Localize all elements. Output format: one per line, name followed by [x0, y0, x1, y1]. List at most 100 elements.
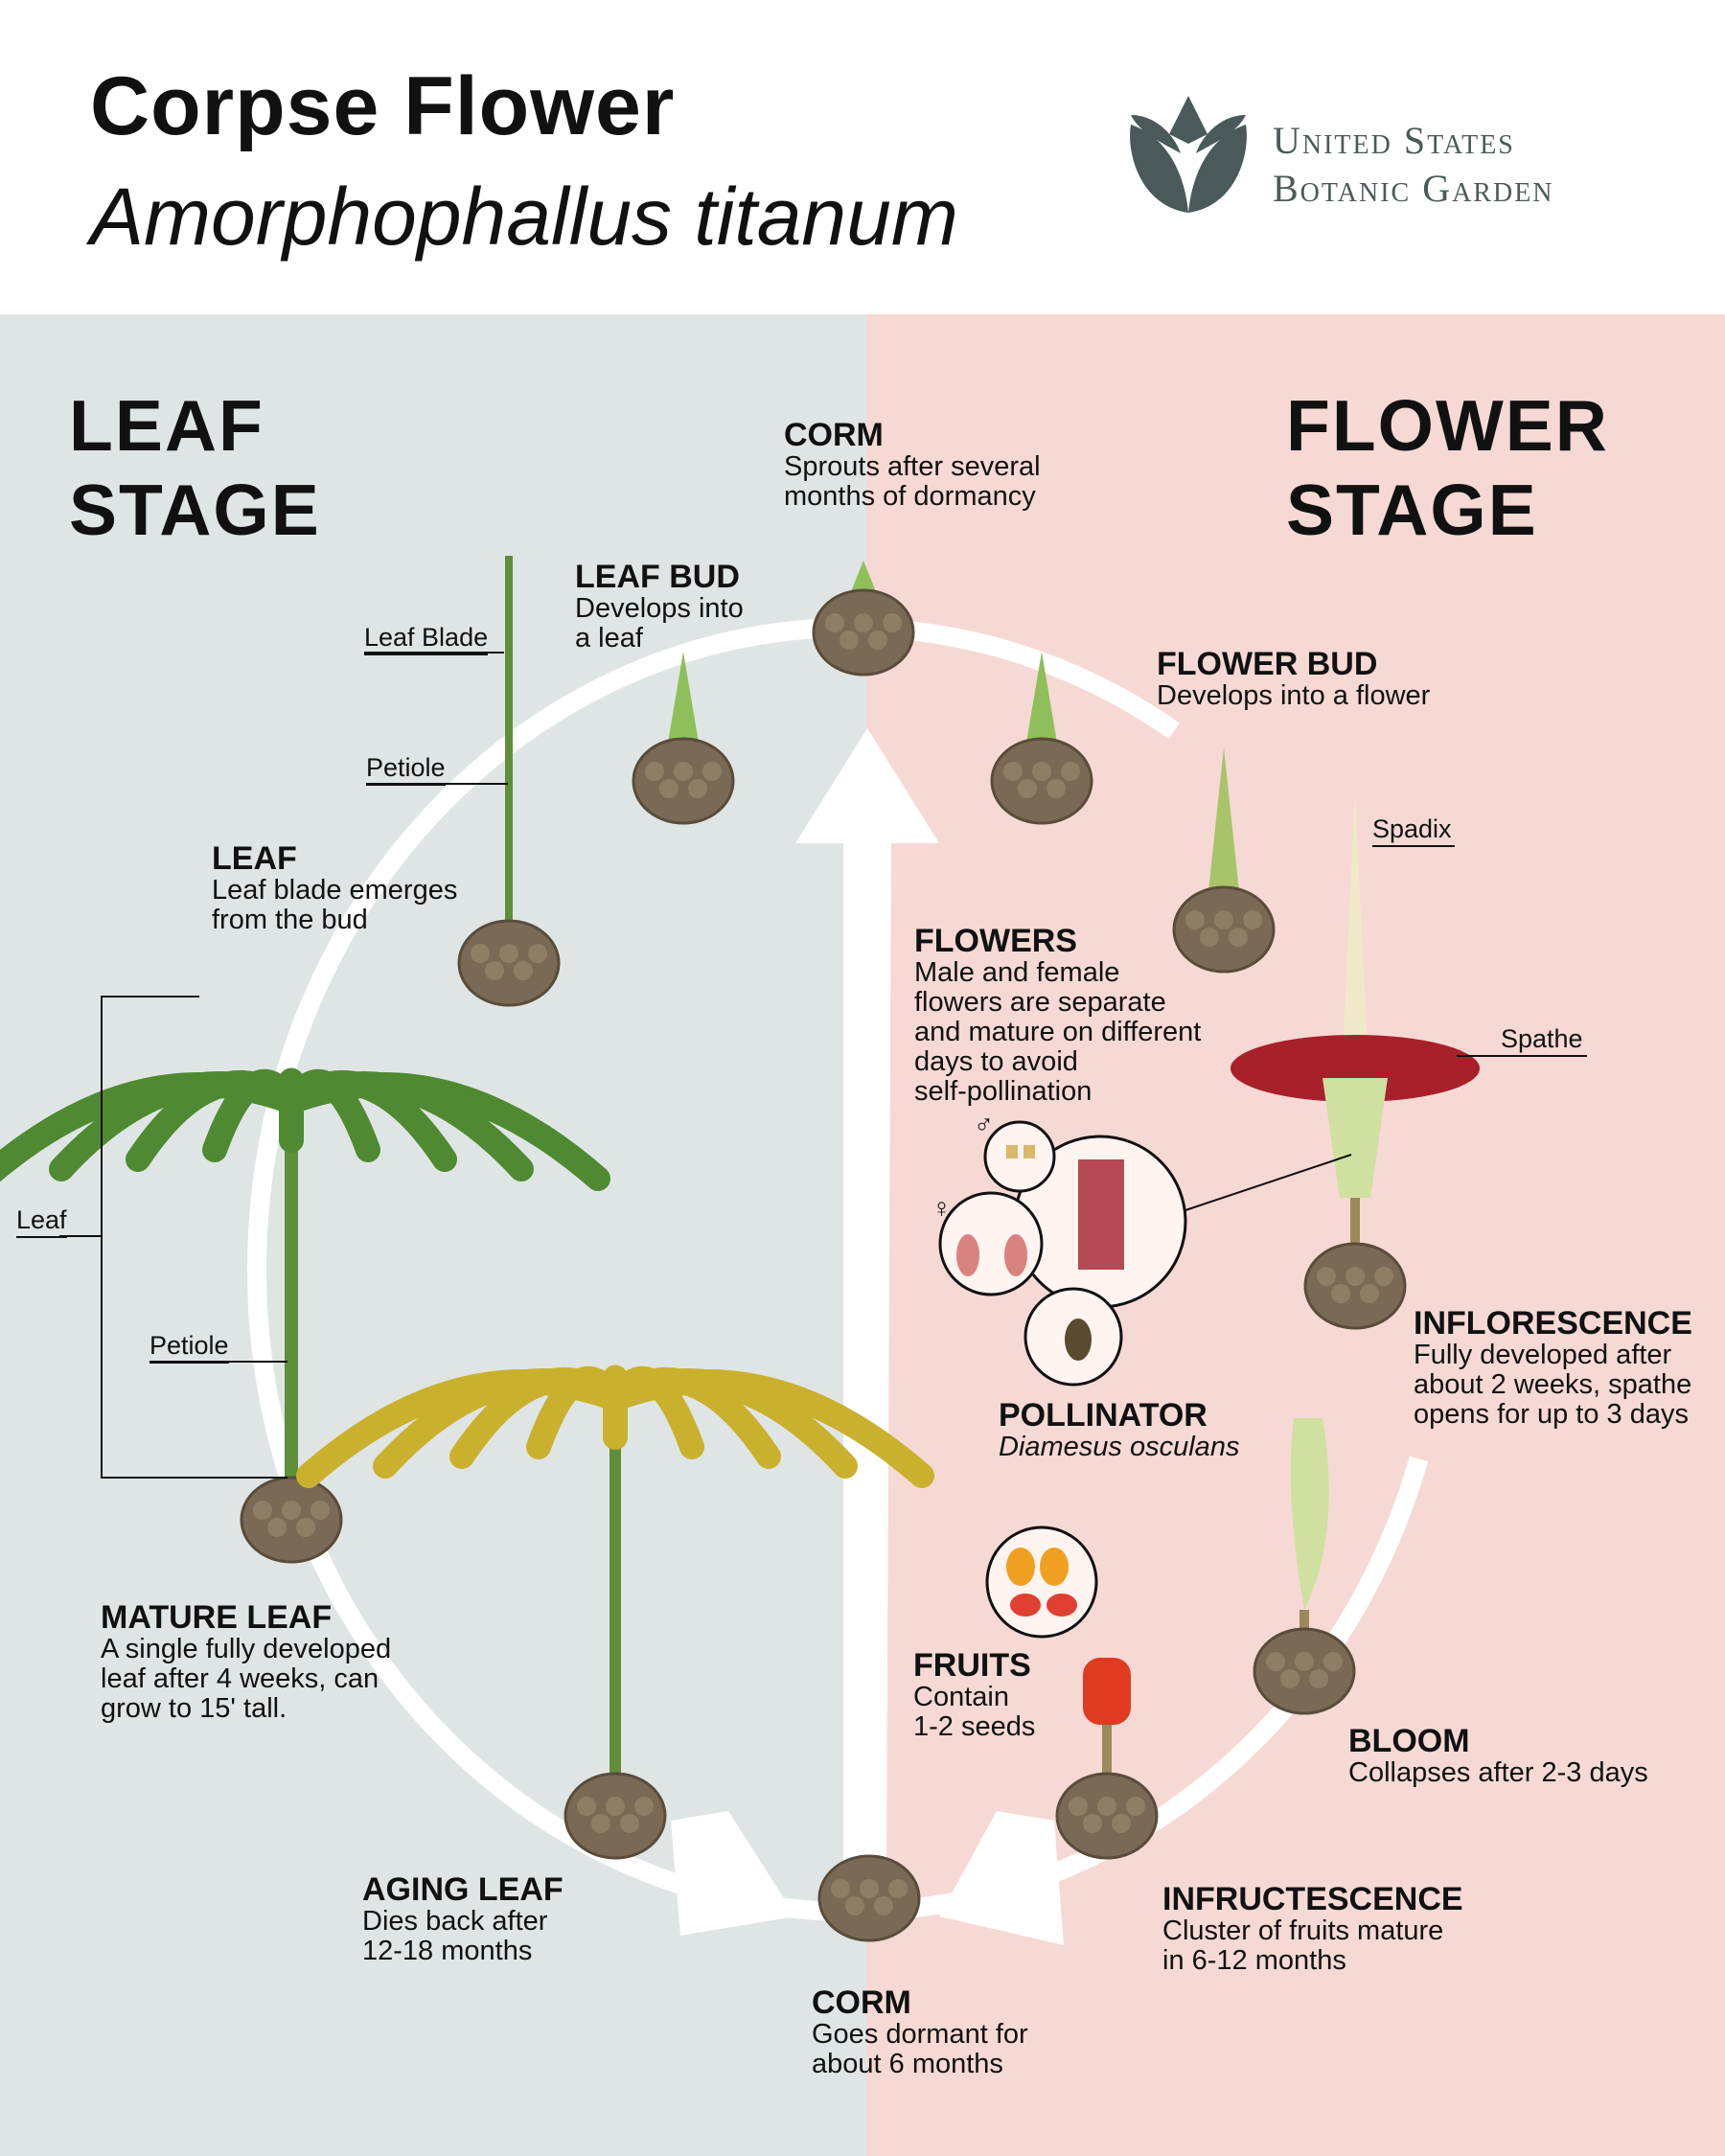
corm-knob — [702, 762, 722, 781]
step-title: FLOWER BUD — [1157, 646, 1378, 682]
corm-knob — [1200, 928, 1219, 947]
corm-knob — [674, 762, 693, 781]
female-symbol: ♀ — [932, 1193, 952, 1223]
step-desc-line: a leaf — [575, 623, 643, 654]
step-desc-line: Cluster of fruits mature — [1162, 1915, 1444, 1946]
corm-knob — [282, 1501, 301, 1520]
male-flowers-bubble — [983, 1120, 1056, 1193]
bud — [1208, 747, 1239, 891]
step-desc-line: Dies back after — [362, 1906, 548, 1937]
collapsed-bloom — [1290, 1418, 1329, 1610]
corm-knob — [645, 762, 664, 781]
logo-line-2: Botanic Garden — [1273, 167, 1554, 210]
corm-knob — [1317, 1267, 1336, 1286]
corm-knob — [825, 613, 844, 632]
step-desc-line: flowers are separate — [914, 987, 1166, 1018]
label-spadix: Spadix — [1372, 814, 1452, 847]
page-title: Corpse Flower — [90, 60, 676, 152]
corm-knob — [1046, 779, 1066, 798]
female-flowers-bubble — [938, 1191, 1044, 1296]
corm-knob — [831, 1879, 850, 1898]
logo-line-1: United States — [1273, 119, 1515, 162]
step-desc-line: 12-18 months — [362, 1936, 533, 1966]
corm-knob — [1323, 1652, 1343, 1671]
corm-knob — [868, 631, 887, 650]
corm-knob — [1083, 1814, 1102, 1833]
corm-knob — [634, 1797, 654, 1816]
step-title: CORM — [784, 417, 884, 453]
step-desc-line: Male and female — [914, 957, 1120, 988]
step-desc-line: opens for up to 3 days — [1414, 1399, 1689, 1430]
step-desc-line: A single fully developed — [101, 1634, 392, 1664]
fruit-icon — [1006, 1548, 1035, 1586]
corm-knob — [688, 779, 707, 798]
corm-knob — [888, 1879, 908, 1898]
corm-knob — [1309, 1669, 1328, 1688]
step-desc-line: Develops into a flower — [1157, 680, 1431, 711]
step-title: MATURE LEAF — [101, 1599, 333, 1636]
corm-knob — [1229, 928, 1248, 947]
corm-knob — [528, 944, 547, 963]
step-desc-line: about 6 months — [812, 2049, 1003, 2079]
corm-knob — [1214, 910, 1233, 929]
corm-knob — [1266, 1652, 1285, 1671]
corm-knob — [1126, 1797, 1145, 1816]
step-desc-line: Contain — [913, 1682, 1009, 1712]
step-title: INFRUCTESCENCE — [1162, 1881, 1463, 1917]
corm-knob — [1061, 762, 1080, 781]
step-title: LEAF — [212, 840, 297, 877]
step-desc-line: in 6-12 months — [1162, 1945, 1346, 1976]
step-desc-line: Sprouts after several — [784, 451, 1041, 482]
corm-knob — [1243, 910, 1262, 929]
label-petiole: Petiole — [366, 753, 446, 786]
step-desc-line: days to avoid — [914, 1046, 1078, 1077]
spadix — [1342, 795, 1368, 1073]
corm-knob — [1018, 779, 1037, 798]
male-flower-icon — [1006, 1145, 1018, 1158]
corm-knob — [296, 1518, 315, 1537]
corm-knob — [1032, 762, 1051, 781]
corm-knob — [577, 1797, 596, 1816]
step-title: POLLINATOR — [999, 1397, 1208, 1434]
corm-knob — [499, 944, 518, 963]
corm-knob — [253, 1501, 272, 1520]
corm-knob — [267, 1518, 287, 1537]
bud — [668, 652, 699, 743]
corm-knob — [1331, 1284, 1350, 1303]
corm-knob — [1069, 1797, 1088, 1816]
step-desc-line: grow to 15' tall. — [101, 1693, 288, 1724]
step-desc: Diamesus osculans — [999, 1432, 1240, 1462]
corm-knob — [845, 1896, 864, 1915]
corm-knob — [310, 1501, 330, 1520]
corm-knob — [1097, 1797, 1116, 1816]
leaflet — [603, 1369, 934, 1488]
stage-word: STAGE — [69, 470, 321, 550]
corm-knob — [1360, 1284, 1379, 1303]
step-title: CORM — [812, 1984, 911, 2021]
step-title: FLOWERS — [914, 923, 1077, 959]
corm-knob — [1112, 1814, 1131, 1833]
beetle-icon — [1065, 1319, 1092, 1361]
corm-knob — [854, 613, 873, 632]
step-desc-line: 1-2 seeds — [913, 1711, 1036, 1742]
step-desc-line: Develops into — [575, 593, 744, 624]
step-desc-line: Collapses after 2-3 days — [1348, 1757, 1648, 1788]
step-title: FRUITS — [913, 1647, 1031, 1684]
stage-word: STAGE — [1286, 470, 1538, 550]
step-desc-line: and mature on different — [914, 1017, 1202, 1047]
step-title: LEAF BUD — [575, 559, 740, 595]
spathe-base — [1322, 1078, 1388, 1198]
corm-knob — [1185, 910, 1205, 929]
